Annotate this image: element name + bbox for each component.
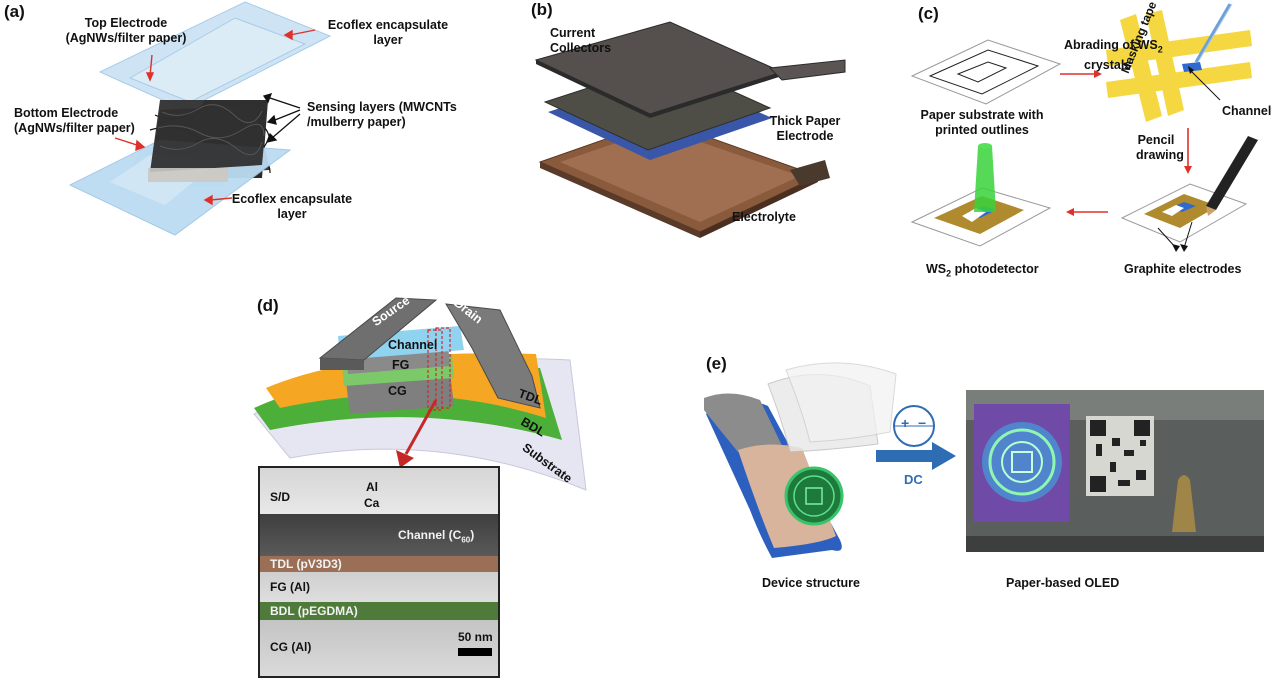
b-current-collectors-line1: Current [550, 26, 596, 40]
a-sensing-line2: /mulberry paper) [307, 115, 406, 129]
panel-d-label: (d) [257, 296, 279, 315]
sem-inset: S/D Al Ca Channel (C60) TDL (pV3D3) FG (… [258, 466, 500, 678]
c-abrading-sub: 2 [1157, 44, 1163, 55]
b-electrolyte-label: Electrolyte [732, 210, 796, 224]
sem-scale-bar [458, 648, 492, 656]
d-channel-label: Channel [388, 338, 438, 352]
sem-al-label: Al [366, 480, 378, 494]
sem-tdl-band [260, 556, 498, 572]
c-paper-substrate-label: Paper substrate with printed outlines [904, 108, 1060, 138]
sem-bdl-label: BDL (pEGDMA) [270, 604, 358, 618]
a-ecoflex-bottom-line2: layer [277, 207, 307, 221]
b-thick-paper-label: Thick Paper Electrode [765, 114, 845, 144]
sem-channel-close: ) [470, 528, 475, 542]
c-graphite-label: Graphite electrodes [1124, 262, 1242, 276]
c-pencil-line2: drawing [1136, 148, 1184, 162]
sem-bdl-band [260, 602, 498, 620]
a-ecoflex-top-line2: layer [373, 33, 403, 47]
panel-c-label: (c) [918, 4, 939, 23]
sem-tdl-label: TDL (pV3D3) [270, 557, 342, 571]
c-abrading-label: Abrading of WS2 crystals [1064, 38, 1163, 73]
panel-d: (d) Source Drain Channel FG CG TDL BDL S… [240, 290, 620, 696]
a-bottom-electrode-line1: Bottom Electrode [14, 106, 119, 120]
c-abrading-line2: crystals [1084, 57, 1132, 72]
panel-c-illustration [910, 3, 1258, 252]
sem-cg-label: CG (Al) [270, 640, 312, 654]
a-sensing-line1: Sensing layers (MWCNTs [307, 100, 457, 114]
a-top-electrode-line2: (AgNWs/filter paper) [65, 31, 187, 45]
b-current-collectors-line2: Collectors [550, 41, 612, 55]
a-ecoflex-top-label: Ecoflex encapsulate layer [318, 18, 458, 48]
a-top-electrode-line1: Top Electrode [84, 16, 168, 30]
panel-b: (b) Current Collectors Thick Paper Elect… [500, 0, 880, 260]
c-abrading-line1: Abrading of WS2 [1064, 38, 1163, 58]
c-photodetector-text: WS [926, 262, 947, 276]
a-sensing-label: Sensing layers (MWCNTs /mulberry paper) [307, 100, 457, 130]
sem-channel-band [260, 514, 498, 556]
c-pencil-label: Pencil drawing [1136, 133, 1184, 163]
panel-e-illustration [704, 362, 1264, 558]
b-current-collectors-label: Current Collectors [550, 26, 611, 56]
panel-a-illustration [68, 1, 332, 236]
sem-sd-band [260, 468, 498, 514]
a-bottom-electrode-label: Bottom Electrode (AgNWs/filter paper) [14, 106, 135, 136]
a-ecoflex-bottom-label: Ecoflex encapsulate layer [222, 192, 362, 222]
d-cg-label: CG [388, 384, 407, 398]
a-ecoflex-top-line1: Ecoflex encapsulate [327, 18, 449, 32]
d-fg-label: FG [392, 358, 410, 372]
c-photodetector-sub: 2 [946, 268, 952, 279]
c-paper-substrate-line1: Paper substrate with [920, 108, 1044, 122]
b-thick-paper-line2: Electrode [776, 129, 834, 143]
a-top-electrode-label: Top Electrode (AgNWs/filter paper) [56, 16, 196, 46]
sem-fg-label: FG (Al) [270, 580, 310, 594]
panel-c: (c) [900, 0, 1274, 290]
panel-a: (a) [0, 0, 460, 250]
panel-b-label: (b) [531, 0, 553, 19]
e-plus-sign: + [901, 415, 910, 431]
c-pencil-line1: Pencil [1137, 133, 1175, 147]
panel-b-illustration [534, 21, 846, 238]
sem-channel-text: Channel (C [398, 528, 462, 542]
panel-a-label: (a) [4, 2, 25, 21]
sem-channel-label: Channel (C60) [398, 528, 474, 544]
c-paper-substrate-line2: printed outlines [935, 123, 1029, 137]
a-ecoflex-bottom-line1: Ecoflex encapsulate [231, 192, 353, 206]
c-photodetector-label: WS2 photodetector [926, 262, 1039, 282]
panel-d-illustration [253, 297, 587, 491]
panel-e: (e) [690, 340, 1274, 696]
e-minus-sign: − [918, 415, 927, 431]
a-bottom-electrode-line2: (AgNWs/filter paper) [14, 121, 135, 135]
sem-sd-label: S/D [270, 490, 291, 504]
sem-fg-band [260, 572, 498, 602]
e-dc-label: DC [904, 472, 923, 487]
b-thick-paper-line1: Thick Paper [769, 114, 841, 128]
c-photodetector-text2: photodetector [951, 262, 1039, 276]
panel-e-label: (e) [706, 354, 727, 373]
c-abrading-text: Abrading of WS [1064, 38, 1158, 52]
sem-channel-sub: 60 [461, 535, 471, 545]
sem-ca-label: Ca [364, 496, 380, 510]
e-device-label: Device structure [762, 576, 860, 590]
e-oled-label: Paper-based OLED [1006, 576, 1120, 590]
c-channel-label: Channel [1222, 104, 1272, 118]
sem-scale-label: 50 nm [458, 630, 493, 644]
